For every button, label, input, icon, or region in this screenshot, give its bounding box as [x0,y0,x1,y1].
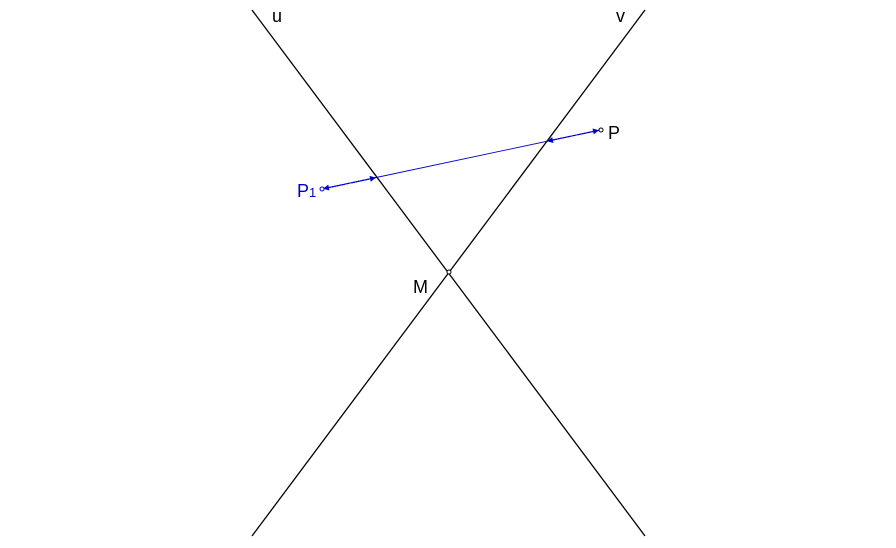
arrow-to-v-intersection [546,135,571,143]
arrow-to-u-intersection [351,175,377,184]
label-m: M [413,277,428,297]
label-p: P [608,123,620,143]
label-v: v [616,6,625,26]
arrow-to-p1 [322,183,346,191]
label-p1: P [297,181,309,201]
dash-segment-p1 [321,177,375,190]
label-p1-subscript: 1 [309,185,316,200]
arrow-to-p [577,128,600,136]
point-m-marker [446,269,452,275]
dash-segment-p [547,129,601,142]
point-p1-marker [319,186,325,192]
point-p-marker [598,127,604,133]
label-u: u [272,6,282,26]
